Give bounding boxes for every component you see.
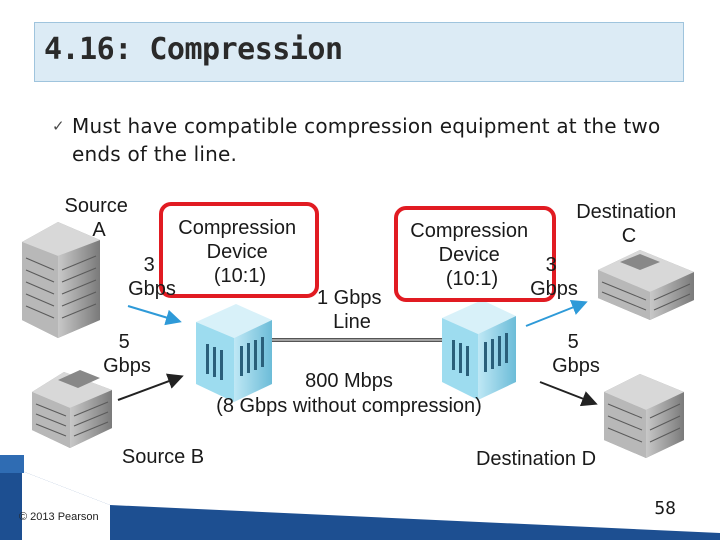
right-device-highlight [394, 206, 556, 302]
source-a-building-icon [22, 222, 100, 338]
destination-c-label-line1: Destination [576, 201, 676, 223]
arrow-source-a-to-device [127, 305, 182, 326]
destination-d-label: Destination D [476, 448, 596, 470]
title-bar [34, 22, 684, 82]
svg-text:Destination C: Destination C [576, 201, 682, 247]
right-device-label-line2: Device [439, 244, 500, 266]
right-device-label-line3: (10:1) [446, 268, 498, 290]
arrow-device-to-destination-d [539, 381, 598, 407]
bullet-icon: ✓ [52, 117, 65, 135]
left-bottom-rate-number: 5 [119, 331, 130, 353]
source-a-label-line1: Source [65, 195, 128, 217]
right-compression-device-icon [442, 300, 516, 400]
left-bottom-rate-unit: Gbps [103, 355, 151, 377]
svg-text:5 Gbps: 5 Gbps [552, 331, 600, 377]
left-device-label-line1: Compression [178, 217, 296, 239]
left-top-rate-unit: Gbps [128, 278, 176, 300]
copyright-text: © 2013 Pearson [19, 511, 99, 523]
svg-text:Compression Device (10: Compression Device (10:1) [178, 217, 301, 287]
line-label-rate: 1 Gbps [317, 287, 381, 309]
left-device-highlight [159, 202, 319, 298]
source-b-label: Source B [122, 446, 204, 468]
page-number: 58 [654, 498, 676, 519]
destination-c-building-icon [598, 250, 694, 320]
left-device-label-line3: (10:1) [214, 265, 266, 287]
svg-text:3 Gbps: 3 Gbps [530, 254, 578, 300]
arrow-device-to-destination-c [525, 299, 588, 327]
source-b-building-icon [32, 370, 112, 448]
left-compression-device-icon [196, 304, 272, 402]
svg-text:1 Gbps Line: 1 Gbps Line [317, 287, 387, 333]
left-top-rate-number: 3 [144, 254, 155, 276]
arrow-source-b-to-device [117, 373, 184, 401]
right-bottom-rate-unit: Gbps [552, 355, 600, 377]
source-a-label-line2: A [92, 219, 106, 241]
destination-c-label-line2: C [622, 225, 636, 247]
left-device-label-line2: Device [207, 241, 268, 263]
svg-text:Source A: Source A [65, 195, 134, 241]
bullet-text: Must have compatible compression equipme… [72, 114, 661, 166]
right-top-rate-number: 3 [546, 254, 557, 276]
slide-title: 4.16: Compression [44, 32, 343, 67]
uncompressed-note-label: (8 Gbps without compression) [216, 395, 482, 417]
compressed-rate-label: 800 Mbps [305, 370, 393, 392]
footer-swoosh-decor [0, 455, 720, 540]
svg-text:5 Gbps: 5 Gbps [103, 331, 151, 377]
right-top-rate-unit: Gbps [530, 278, 578, 300]
right-bottom-rate-number: 5 [568, 331, 579, 353]
svg-text:3 Gbps: 3 Gbps [128, 254, 176, 300]
right-device-label-line1: Compression [410, 220, 528, 242]
svg-text:Compression Device (10: Compression Device (10:1) [410, 220, 533, 290]
line-label-word: Line [333, 311, 371, 333]
destination-d-building-icon [604, 374, 684, 458]
